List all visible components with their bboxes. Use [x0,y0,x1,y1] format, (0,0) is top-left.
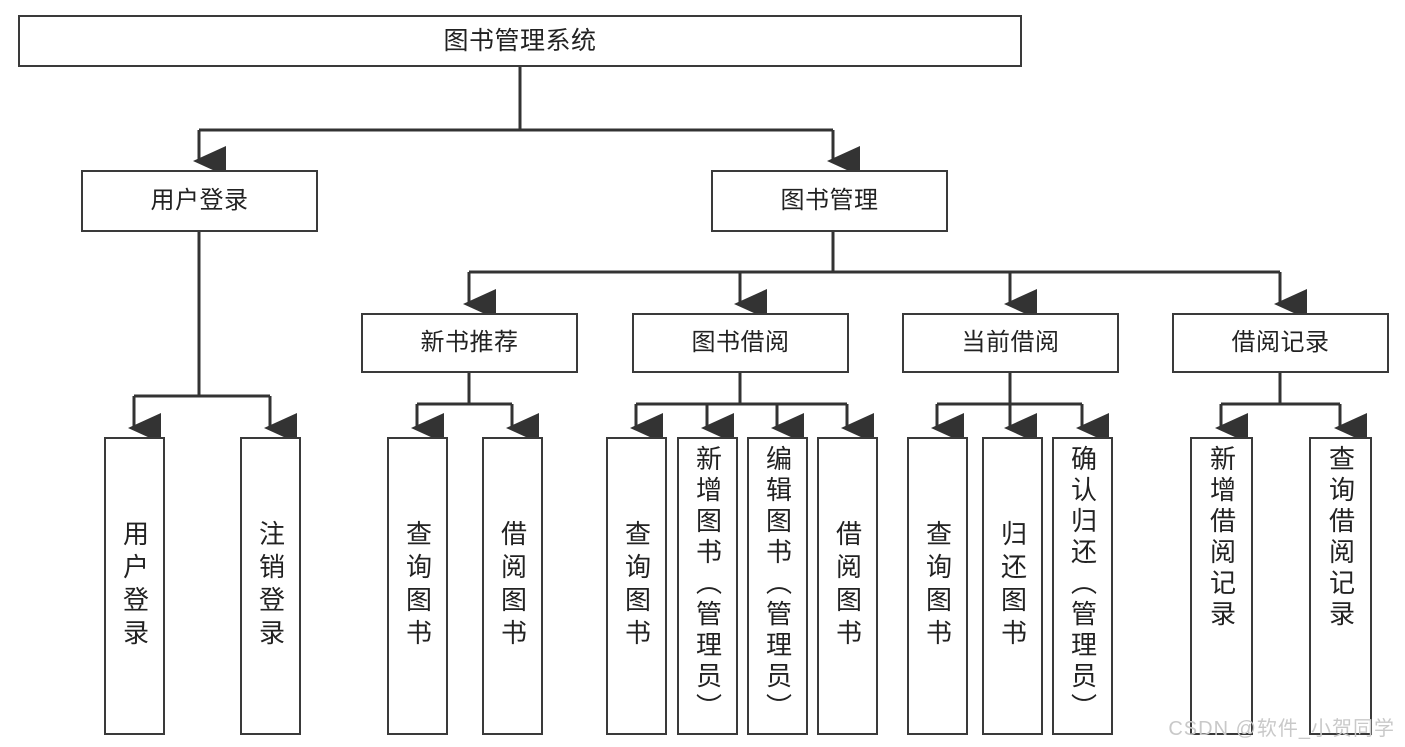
node-new-book-recommend-label: 新书推荐 [420,328,519,356]
leaf-logout[interactable]: 注销登录 [240,437,301,735]
node-current-borrow[interactable]: 当前借阅 [902,313,1119,373]
node-book-borrow[interactable]: 图书借阅 [632,313,849,373]
node-borrow-records[interactable]: 借阅记录 [1172,313,1389,373]
leaf-query-book-recommend-label: 查询图书 [402,520,433,652]
node-root-label: 图书管理系统 [443,27,597,55]
leaf-return-book[interactable]: 归还图书 [982,437,1043,735]
leaf-borrow-book-label: 借阅图书 [832,520,863,652]
leaf-query-book-recommend[interactable]: 查询图书 [387,437,448,735]
leaf-query-book-borrow[interactable]: 查询图书 [606,437,667,735]
node-book-management[interactable]: 图书管理 [711,170,948,232]
leaf-return-book-label: 归还图书 [997,520,1028,652]
leaf-borrow-book-recommend-label: 借阅图书 [497,520,528,652]
leaf-add-book-admin-label: 新增图书（管理员） [692,445,723,724]
leaf-add-borrow-record-label: 新增借阅记录 [1206,445,1237,631]
node-book-management-label: 图书管理 [780,186,879,214]
leaf-query-book-borrow-label: 查询图书 [621,520,652,652]
leaf-logout-label: 注销登录 [255,520,286,652]
leaf-borrow-book-recommend[interactable]: 借阅图书 [482,437,543,735]
leaf-edit-book-admin-label: 编辑图书（管理员） [762,445,793,724]
leaf-query-borrow-record[interactable]: 查询借阅记录 [1309,437,1372,735]
node-user-login[interactable]: 用户登录 [81,170,318,232]
leaf-user-login[interactable]: 用户登录 [104,437,165,735]
node-user-login-label: 用户登录 [150,186,249,214]
leaf-query-book-current-label: 查询图书 [922,520,953,652]
csdn-watermark: CSDN @软件_小贺同学 [1168,718,1395,740]
leaf-query-borrow-record-label: 查询借阅记录 [1325,445,1356,631]
node-borrow-records-label: 借阅记录 [1231,328,1330,356]
leaf-query-book-current[interactable]: 查询图书 [907,437,968,735]
node-book-borrow-label: 图书借阅 [691,328,790,356]
leaf-add-book-admin[interactable]: 新增图书（管理员） [677,437,738,735]
leaf-borrow-book[interactable]: 借阅图书 [817,437,878,735]
leaf-edit-book-admin[interactable]: 编辑图书（管理员） [747,437,808,735]
node-current-borrow-label: 当前借阅 [961,328,1060,356]
leaf-confirm-return-admin-label: 确认归还（管理员） [1067,445,1098,724]
node-root[interactable]: 图书管理系统 [18,15,1022,67]
leaf-user-login-label: 用户登录 [119,520,150,652]
node-new-book-recommend[interactable]: 新书推荐 [361,313,578,373]
leaf-confirm-return-admin[interactable]: 确认归还（管理员） [1052,437,1113,735]
leaf-add-borrow-record[interactable]: 新增借阅记录 [1190,437,1253,735]
